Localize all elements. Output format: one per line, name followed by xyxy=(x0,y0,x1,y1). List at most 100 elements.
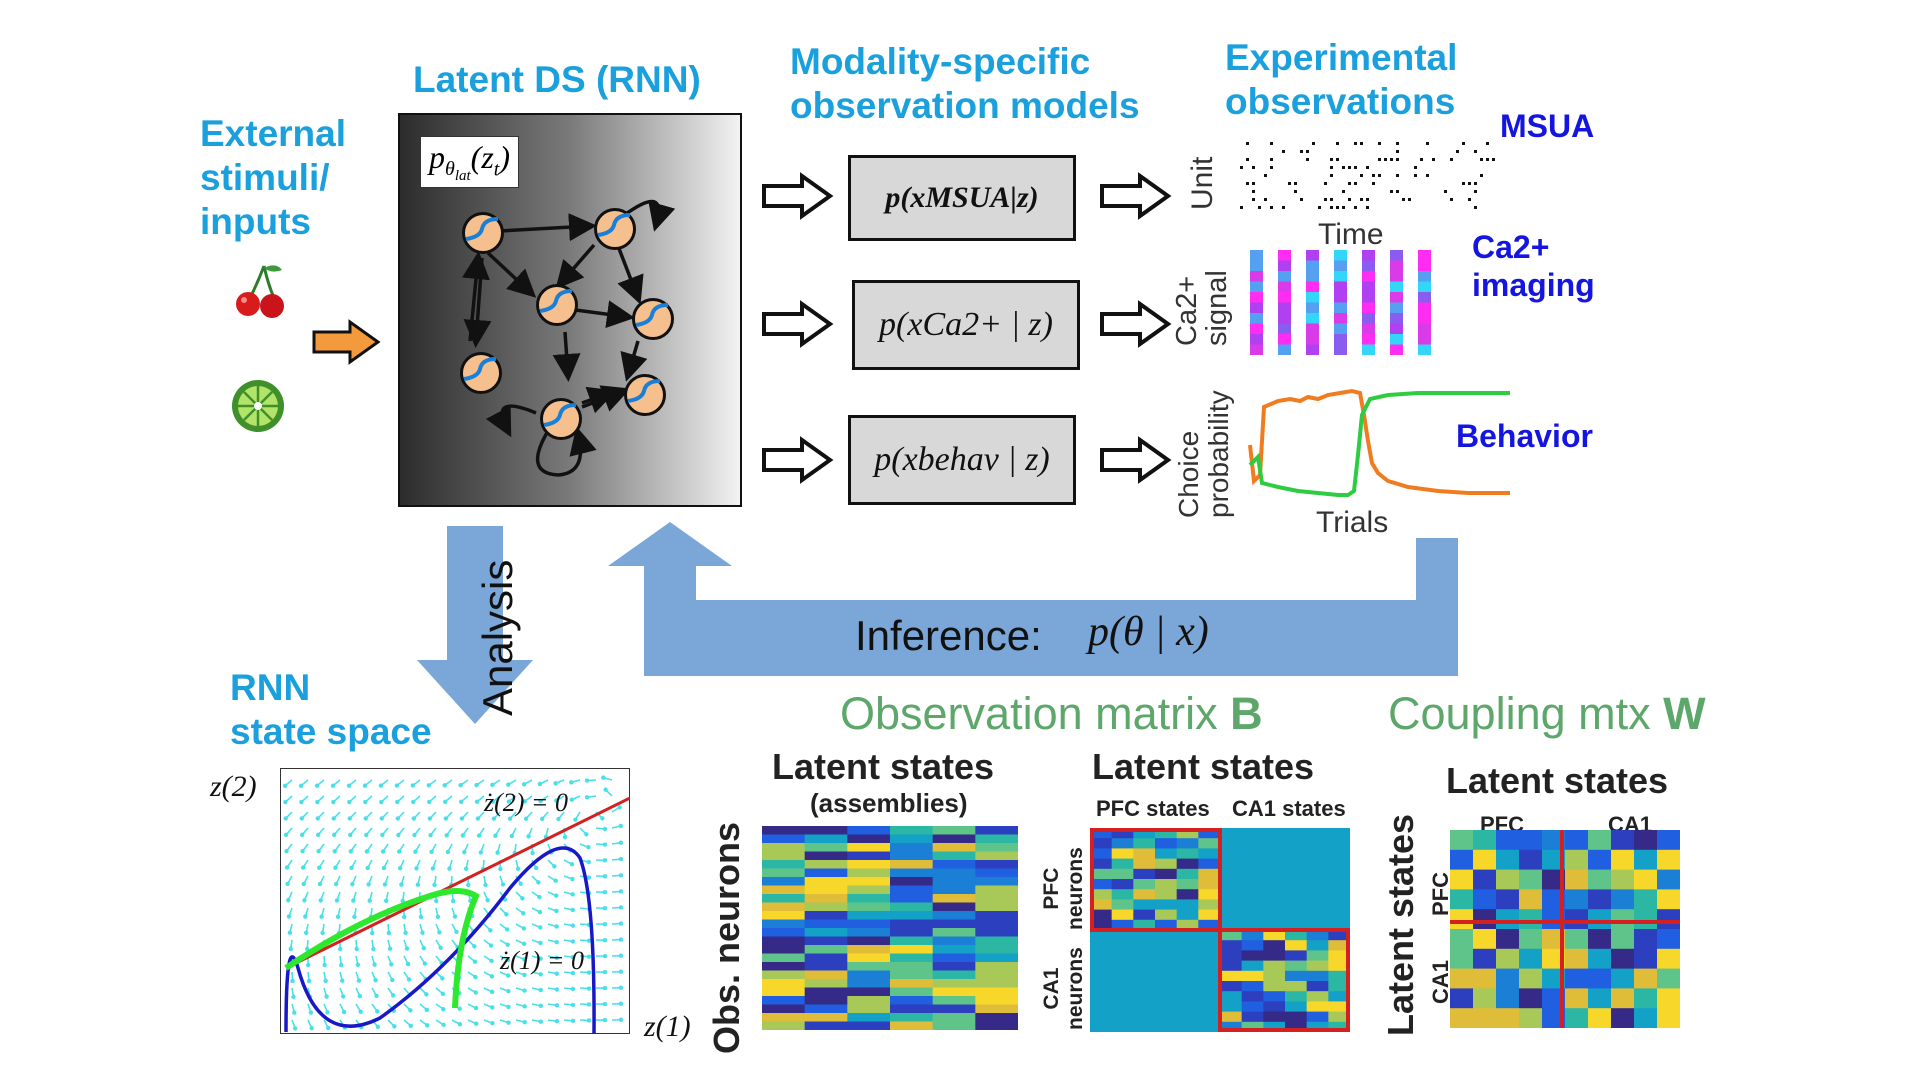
heatmap-cell xyxy=(1328,1011,1350,1023)
spike-dot xyxy=(1258,206,1261,209)
flow-arrow-head xyxy=(602,842,608,847)
heatmap-cell xyxy=(890,970,934,980)
spike-dot xyxy=(1330,198,1333,201)
ca-trace-segment xyxy=(1418,302,1431,313)
flow-arrow-head xyxy=(303,914,308,919)
flow-arrow-head xyxy=(538,956,543,961)
heatmap-cell xyxy=(975,834,1018,844)
heatmap-cell xyxy=(1241,960,1264,972)
spike-dot xyxy=(1324,198,1327,201)
heatmap-cell xyxy=(1263,940,1286,951)
flow-arrow-head xyxy=(602,969,608,975)
heatmap-cell xyxy=(1657,909,1680,930)
flow-arrow-head xyxy=(354,946,359,952)
spike-dot xyxy=(1396,190,1399,193)
heatmap-cell xyxy=(1176,828,1199,839)
heatmap-cell xyxy=(1241,991,1264,1002)
flow-arrow-head xyxy=(458,799,464,805)
flow-arrow-head xyxy=(427,799,432,805)
flow-arrow-head xyxy=(330,783,336,788)
flow-arrow-head xyxy=(315,799,320,805)
flow-arrow-head xyxy=(317,865,322,870)
ca-trace-segment xyxy=(1278,323,1291,334)
heatmap-cell xyxy=(1090,828,1113,839)
heatmap-cell xyxy=(890,979,934,988)
spike-dot xyxy=(1396,174,1399,177)
spike-dot xyxy=(1264,174,1267,177)
heatmap-cell xyxy=(762,1021,806,1030)
heatmap-cell xyxy=(1328,981,1350,992)
heatmap-cell xyxy=(804,953,848,963)
flow-arrow-head xyxy=(331,816,336,821)
obs-col-header-latent: Latent states xyxy=(772,746,995,787)
observation-models-title: Modality-specific observation models xyxy=(790,41,1140,126)
heatmap-cell xyxy=(1090,848,1113,860)
heatmap-cell xyxy=(1657,869,1680,890)
flow-arrow-head xyxy=(473,1005,479,1011)
heatmap-cell xyxy=(1133,828,1156,839)
spike-dot xyxy=(1474,206,1477,209)
flow-arrow-head xyxy=(364,849,370,854)
flow-arrow-head xyxy=(426,783,431,788)
flow-arrow-head xyxy=(515,866,521,871)
latent-formula: pθlat(zt) xyxy=(420,136,519,189)
heatmap-cell xyxy=(1565,849,1589,871)
coupling-row-header: Latent states xyxy=(1380,813,1421,1036)
heatmap-cell xyxy=(1588,849,1612,871)
heatmap-cell xyxy=(1198,899,1221,911)
flow-arrow-head xyxy=(380,849,386,854)
heatmap-cell xyxy=(1306,930,1329,941)
flow-arrow-head xyxy=(506,782,511,787)
flow-arrow-head xyxy=(617,805,622,810)
heatmap-cell xyxy=(1155,919,1178,931)
heatmap-cell xyxy=(847,928,891,937)
flow-arrow-head xyxy=(424,1007,430,1013)
heatmap-cell xyxy=(1565,968,1589,989)
spike-dot xyxy=(1288,182,1291,185)
heatmap-cell xyxy=(1176,838,1199,849)
heatmap-cell xyxy=(804,1004,848,1014)
state-space-title: RNN state space xyxy=(230,667,432,752)
heatmap-cell xyxy=(1133,868,1156,880)
heatmap-cell xyxy=(932,1021,976,1030)
flow-arrow-head xyxy=(475,816,481,821)
flow-arrow-head xyxy=(570,970,576,976)
heatmap-cell xyxy=(1285,940,1308,951)
heatmap-cell xyxy=(1450,968,1474,989)
ca-trace-segment xyxy=(1306,313,1319,324)
heatmap-cell xyxy=(890,945,934,954)
heatmap-cell xyxy=(975,843,1018,852)
heatmap-cell xyxy=(932,979,976,988)
heatmap-cell xyxy=(1220,1021,1243,1032)
heatmap-cell xyxy=(975,885,1018,895)
ca-trace-segment xyxy=(1306,271,1319,282)
heatmap-cell xyxy=(932,894,976,903)
heatmap-cell xyxy=(1634,988,1658,1009)
flow-arrow-head xyxy=(355,962,361,968)
spike-dot xyxy=(1360,142,1363,145)
heatmap-cell xyxy=(1220,950,1243,962)
heatmap-cell xyxy=(847,979,891,988)
heatmap-cell xyxy=(975,936,1018,946)
flow-arrow-head xyxy=(427,816,432,821)
spike-dot xyxy=(1348,182,1351,185)
flow-arrow-head xyxy=(507,816,513,821)
ca-trace-segment xyxy=(1278,271,1291,282)
behavior-label: Behavior xyxy=(1456,418,1593,454)
heatmap-cell xyxy=(847,826,891,835)
ca-trace-segment xyxy=(1334,344,1347,355)
observation-matrix-title: Observation matrix B xyxy=(840,688,1263,740)
heatmap-cell xyxy=(804,945,848,954)
flow-arrow-head xyxy=(331,799,336,805)
flow-arrow-head xyxy=(602,905,608,911)
flow-arrow-head xyxy=(554,924,559,929)
heatmap-cell xyxy=(1565,869,1589,890)
flow-arrow-head xyxy=(356,978,362,983)
flow-arrow-head xyxy=(522,1019,527,1025)
spike-dot xyxy=(1372,182,1375,185)
heatmap-cell xyxy=(1565,909,1589,930)
flow-arrow-head xyxy=(408,1023,414,1029)
flow-arrow-head xyxy=(618,1001,624,1006)
heatmap-cell xyxy=(1285,981,1308,992)
flow-arrow-head xyxy=(618,969,624,974)
